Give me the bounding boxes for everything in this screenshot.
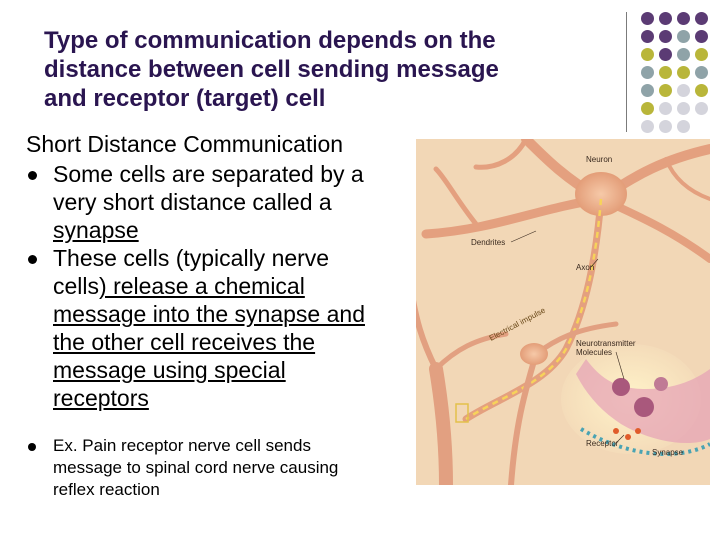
bullet-line: the other cell receives the (53, 329, 316, 355)
neuron-synapse-illustration: Neuron Dendrites Axon Electrical impulse… (416, 139, 710, 485)
bullet-dot (28, 443, 36, 451)
dot (641, 48, 654, 61)
dot (641, 84, 654, 97)
title-line: Type of communication depends on the (44, 27, 496, 54)
dot (695, 102, 708, 115)
subheading: Short Distance Communication (26, 131, 344, 157)
label-synapse: Synapse (652, 448, 684, 457)
dot (659, 84, 672, 97)
vesicle (634, 397, 654, 417)
bullet-line: message using special (53, 357, 286, 383)
dot (659, 102, 672, 115)
bullet-dot (28, 255, 37, 264)
label-neuron: Neuron (586, 155, 612, 164)
bullet-line: message into the synapse and (53, 301, 365, 327)
label-neurotransmitter-2: Molecules (576, 348, 612, 357)
bullet-line: message to spinal cord nerve causing (53, 458, 339, 477)
bullet-line-part: ) release a chemical (99, 273, 305, 299)
dot (641, 102, 654, 115)
dot (659, 12, 672, 25)
bullet-line: receptors (53, 385, 149, 411)
bullet-list: Some cells are separated by a very short… (26, 160, 416, 412)
label-axon: Axon (576, 263, 594, 272)
neurotransmitter-molecule (625, 434, 631, 440)
bullet-item: Some cells are separated by a very short… (26, 160, 416, 244)
vesicle (654, 377, 668, 391)
dot (641, 66, 654, 79)
bullet-line: These cells (typically nerve (53, 245, 330, 271)
dot (695, 30, 708, 43)
dot (695, 66, 708, 79)
decorative-dot-grid (639, 10, 717, 140)
bullet-line-part: cells (53, 273, 100, 299)
dot (659, 30, 672, 43)
label-dendrites: Dendrites (471, 238, 505, 247)
dot (677, 84, 690, 97)
neuron-bottom (416, 300, 619, 485)
dot (677, 12, 690, 25)
neuron-cell-body (575, 172, 627, 216)
dot (677, 66, 690, 79)
bullet-item: These cells (typically nerve cells) rele… (26, 244, 416, 412)
bullet-line: reflex reaction (53, 480, 160, 499)
small-cell-body (520, 343, 548, 365)
bullet-line: Some cells are separated by a (53, 161, 364, 187)
impulse-path (465, 198, 603, 421)
label-neurotransmitter-1: Neurotransmitter (576, 339, 636, 348)
synapse-marker (455, 403, 469, 423)
dot (677, 48, 690, 61)
title-line: and receptor (target) cell (44, 85, 326, 112)
dot (695, 84, 708, 97)
dot (659, 66, 672, 79)
bullet-dot (28, 171, 37, 180)
label-receptor: Receptor (586, 439, 619, 448)
bullet-item: Ex. Pain receptor nerve cell sends messa… (26, 435, 416, 501)
neurotransmitter-molecule (635, 428, 641, 434)
dot (695, 12, 708, 25)
title-line: distance between cell sending message (44, 56, 499, 83)
dot (659, 48, 672, 61)
vesicle (612, 378, 630, 396)
bullet-line: very short distance called a (53, 189, 332, 215)
dot (641, 120, 654, 133)
divider-line (626, 12, 627, 132)
bullet-line: cells) release a chemical (53, 272, 416, 300)
neurotransmitter-molecule (613, 428, 619, 434)
dot (695, 48, 708, 61)
receptor-membrane (579, 427, 710, 457)
neuron-diagram: Neuron Dendrites Axon Electrical impulse… (416, 139, 710, 485)
bullet-list-small: Ex. Pain receptor nerve cell sends messa… (26, 435, 416, 501)
dot (677, 102, 690, 115)
dot (677, 120, 690, 133)
bullet-line: synapse (53, 217, 139, 243)
label-leader-lines (510, 230, 625, 444)
slide-title: Type of communication depends on the dis… (44, 26, 604, 113)
dot (659, 120, 672, 133)
bullet-line: Ex. Pain receptor nerve cell sends (53, 436, 311, 455)
dot (641, 30, 654, 43)
dot (677, 30, 690, 43)
dot (641, 12, 654, 25)
